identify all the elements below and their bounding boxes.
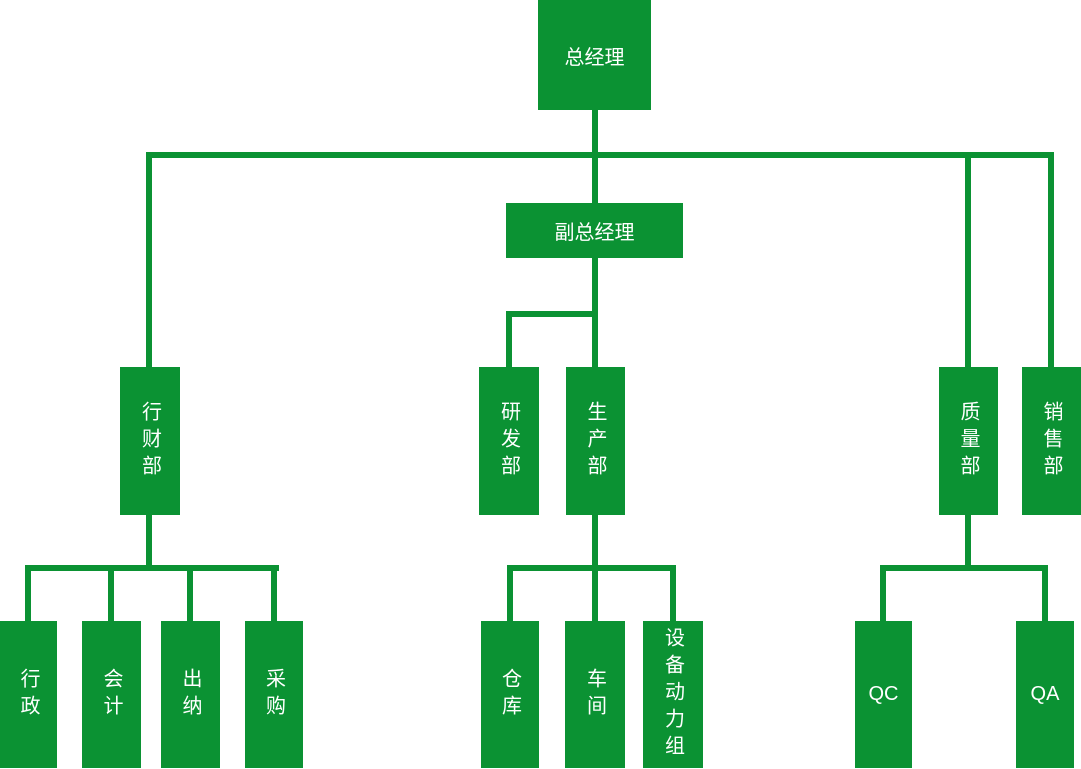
org-node-rnd-dept[interactable]: 研发部 xyxy=(479,367,539,515)
connector-rail-to-admin xyxy=(25,565,31,621)
connector-rail-to-quality xyxy=(965,152,971,367)
org-node-equipment-power-group[interactable]: 设备动力组 xyxy=(643,621,703,768)
connector-rail-to-qa xyxy=(1042,565,1048,621)
connector-gm-down xyxy=(592,110,598,158)
org-node-sales-dept[interactable]: 销售部 xyxy=(1022,367,1081,515)
org-node-production-dept[interactable]: 生产部 xyxy=(566,367,625,515)
org-node-qa[interactable]: QA xyxy=(1016,621,1074,768)
connector-rail-to-equipment xyxy=(670,565,676,621)
connector-gm-children-rail xyxy=(146,152,1054,158)
connector-production-rail xyxy=(507,565,676,571)
connector-rail-to-warehouse xyxy=(507,565,513,621)
org-node-admin-finance-dept[interactable]: 行财部 xyxy=(120,367,180,515)
org-node-general-manager[interactable]: 总经理 xyxy=(538,0,651,110)
connector-rail-to-procurement xyxy=(271,565,277,621)
org-node-admin[interactable]: 行政 xyxy=(0,621,57,768)
connector-quality-rail xyxy=(880,565,1048,571)
connector-admin-finance-down xyxy=(146,515,152,571)
connector-rail-to-accounting xyxy=(108,565,114,621)
connector-rail-to-rnd xyxy=(506,311,512,367)
org-node-cashier[interactable]: 出纳 xyxy=(161,621,220,768)
connector-admin-finance-rail xyxy=(25,565,279,571)
connector-rail-to-admin-finance xyxy=(146,152,152,367)
connector-rail-to-sales xyxy=(1048,152,1054,367)
connector-rail-to-qc xyxy=(880,565,886,621)
connector-rail-to-workshop xyxy=(592,565,598,621)
connector-production-down xyxy=(592,515,598,571)
connector-rail-to-cashier xyxy=(187,565,193,621)
connector-rail-to-dgm xyxy=(592,152,598,203)
org-node-accounting[interactable]: 会计 xyxy=(82,621,141,768)
connector-quality-down xyxy=(965,515,971,571)
org-node-warehouse[interactable]: 仓库 xyxy=(481,621,539,768)
org-node-procurement[interactable]: 采购 xyxy=(245,621,303,768)
org-node-deputy-general-manager[interactable]: 副总经理 xyxy=(506,203,683,258)
org-node-workshop[interactable]: 车间 xyxy=(565,621,625,768)
org-node-qc[interactable]: QC xyxy=(855,621,912,768)
connector-dgm-children-rail xyxy=(506,311,598,317)
org-node-quality-dept[interactable]: 质量部 xyxy=(939,367,998,515)
